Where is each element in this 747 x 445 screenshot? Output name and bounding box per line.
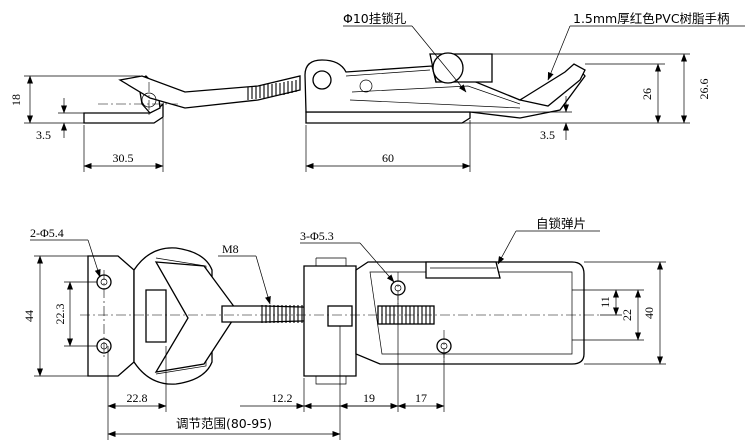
dim-label-17: 17 <box>415 391 427 405</box>
dim-label-3-5-left: 3.5 <box>36 128 51 142</box>
dim-label-12-2: 12.2 <box>272 391 293 405</box>
base-holes-label: 3-Φ5.3 <box>300 229 334 243</box>
side-dim-26: 26 26.6 <box>492 53 711 124</box>
dim-label-18: 18 <box>9 94 23 106</box>
callout-lock-hole: Φ10挂锁孔 <box>343 11 467 93</box>
lock-hole-label: Φ10挂锁孔 <box>343 11 407 26</box>
top-view: 44 22.3 2-Φ5.4 M8 3-Φ5.3 <box>22 216 666 440</box>
callout-handle: 1.5mm厚红色PVC树脂手柄 <box>547 11 745 81</box>
dim-label-22-8: 22.8 <box>127 391 148 405</box>
side-dim-18: 18 <box>9 75 140 124</box>
top-lock-spring <box>425 261 501 279</box>
side-rivet <box>359 79 373 93</box>
top-hook-inner <box>145 289 167 343</box>
callout-lock-spring: 自锁弹片 <box>497 216 600 265</box>
side-lever-body <box>304 59 586 119</box>
top-dim-22-3: 22.3 <box>53 281 97 347</box>
side-thread <box>247 80 297 100</box>
top-hook-plate <box>87 255 135 377</box>
dim-label-44: 44 <box>22 310 36 322</box>
dim-label-26: 26 <box>640 88 654 100</box>
dim-label-40: 40 <box>642 307 656 319</box>
side-dim-30-5: 30.5 <box>83 118 164 172</box>
side-handle <box>518 63 586 107</box>
top-v-wire <box>154 261 239 373</box>
top-nut <box>327 305 353 327</box>
callout-hook-holes: 2-Φ5.4 <box>30 226 101 278</box>
side-wire <box>118 75 301 109</box>
top-dim-bottom: 22.8 12.2 19 17 调节范围(80-95) <box>107 296 445 440</box>
dim-label-11: 11 <box>598 296 612 308</box>
side-dim-3-5-left: 3.5 <box>36 98 84 142</box>
top-dim-right: 11 22 40 <box>572 261 666 365</box>
lock-spring-label: 自锁弹片 <box>536 216 586 231</box>
dim-label-26-6: 26.6 <box>697 79 711 100</box>
side-pivot-hole <box>312 70 332 90</box>
side-dim-60: 60 <box>305 120 471 172</box>
dim-label-22-3: 22.3 <box>53 304 67 325</box>
dim-label-adjust-range: 调节范围(80-95) <box>176 416 272 431</box>
handle-label: 1.5mm厚红色PVC树脂手柄 <box>573 11 730 26</box>
dim-label-60: 60 <box>382 151 394 165</box>
side-dim-3-5-right: 3.5 <box>462 96 572 142</box>
dim-label-3-5-right: 3.5 <box>540 128 555 142</box>
top-dim-44: 44 <box>22 255 88 377</box>
top-lever-body <box>355 261 585 365</box>
side-base-plate <box>305 111 471 124</box>
thread-label: M8 <box>222 242 239 256</box>
dim-label-19: 19 <box>363 391 375 405</box>
callout-m8: M8 <box>218 242 271 305</box>
hook-holes-label: 2-Φ5.4 <box>30 226 64 240</box>
callout-base-holes: 3-Φ5.3 <box>300 229 395 283</box>
dim-label-22: 22 <box>620 309 634 321</box>
dim-label-30-5: 30.5 <box>113 151 134 165</box>
side-view: 18 3.5 30.5 60 3.5 <box>9 11 745 172</box>
